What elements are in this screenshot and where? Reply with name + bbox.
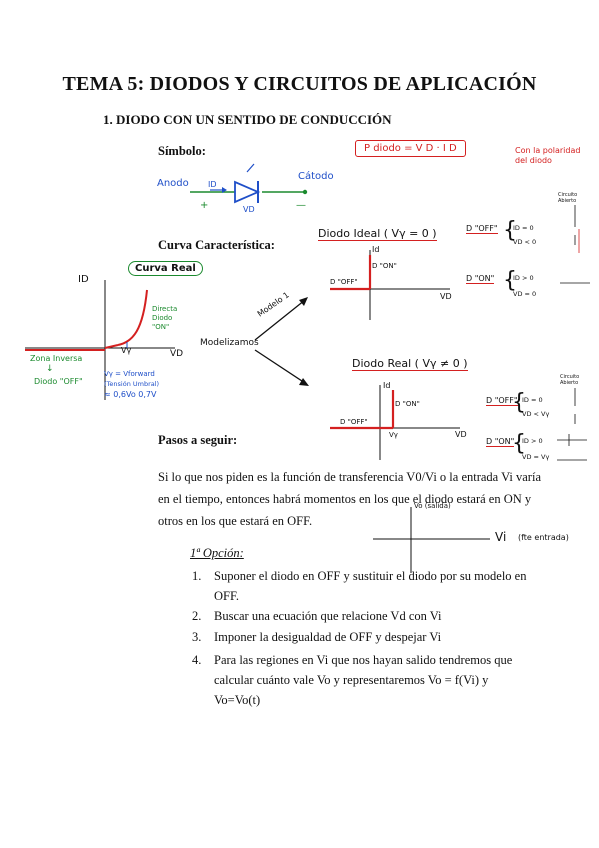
paragraph-line-2: en el tiempo, entonces habrá momentos en… [158,492,532,506]
real-off-box: D "OFF" [486,396,518,406]
curve-id-axis: ID [78,274,89,285]
vo-axis-label: Vo (salida) [414,502,451,510]
step-3-number: 3. [192,630,202,644]
real-off-label: D "OFF" [340,418,368,426]
step-1-line-2: OFF. [214,589,240,603]
ideal-off-box: D "OFF" [466,224,498,234]
id-label: ID [208,180,217,189]
diode-symbol-diagram [190,163,308,204]
diodo-off-label: Diodo "OFF" [34,377,83,386]
vy-note-1: Vγ = Vforward [104,370,155,378]
power-formula-box: P diodo = V D · I D [355,140,466,157]
minus-sign: — [296,200,306,211]
real-on-cond2: VD = Vγ [522,453,550,461]
real-off-cond1: ID = 0 [522,396,543,404]
section-heading: 1. DIODO CON UN SENTIDO DE CONDUCCIÓN [103,112,392,127]
real-title: Diodo Real ( Vγ ≠ 0 ) [352,357,468,371]
real-id-axis: Id [383,381,391,390]
paragraph-line-3: otros en los que estará en OFF. [158,514,313,528]
ideal-on-cond1: ID > 0 [513,274,534,282]
zona-inversa-label: Zona Inversa [30,354,83,363]
brace-icon: { [512,431,526,456]
arrow-down-icon: ↓ [46,364,54,374]
ideal-on-cond2: VD = 0 [513,290,537,298]
ideal-circuit-sketch [560,205,590,284]
vi-axis-label: Vi [495,530,507,544]
real-graph [330,385,460,460]
anodo-label: Anodo [157,178,189,189]
model-arrows [254,297,309,386]
real-circuit-sketch [557,388,587,461]
label-simbolo: Símbolo: [158,144,206,158]
step-3-line-1: Imponer la desigualdad de OFF y despejar… [214,630,442,644]
brace-icon: { [503,218,517,243]
ideal-on-label: D "ON" [372,262,397,270]
step-2-number: 2. [192,609,202,623]
ideal-circuito-abierto: Circuito Abierto [558,192,578,204]
real-off-cond2: VD < Vγ [522,410,550,418]
ideal-title: Diodo Ideal ( Vγ = 0 ) [318,227,437,241]
catodo-label: Cátodo [298,171,334,182]
vy-note-3: ≈ 0,6Vo 0,7V [104,390,157,399]
real-on-box: D "ON" [486,437,515,447]
ideal-vd-axis: VD [440,292,452,301]
brace-icon: { [512,390,526,415]
transfer-axes [373,507,490,573]
option-title: 1ª Opción: [190,546,244,560]
ideal-off-label: D "OFF" [330,278,358,286]
curve-vy-label: Vγ [121,346,132,355]
characteristic-curve-graph [25,280,175,400]
directa-note: Directa Diodo "ON" [152,305,178,331]
ideal-id-axis: Id [372,245,380,254]
page-title: TEMA 5: DIODOS Y CIRCUITOS DE APLICACIÓN [62,73,537,95]
step-1-number: 1. [192,569,202,583]
label-pasos: Pasos a seguir: [158,433,238,447]
step-4-number: 4. [192,653,202,667]
fte-entrada-label: (fte entrada) [518,533,569,542]
plus-sign: + [200,200,209,211]
polarity-note: Con la polaridad del diodo [515,146,581,165]
real-on-label: D "ON" [395,400,420,408]
step-2-line-1: Buscar una ecuación que relacione Vd con… [214,609,442,623]
ideal-graph [330,250,450,320]
real-on-cond1: ID > 0 [522,437,543,445]
modelizamos-label: Modelizamos [200,338,259,348]
step-4-line-1: Para las regiones en Vi que nos hayan sa… [214,653,513,667]
curva-real-label: Curva Real [128,261,203,276]
label-curva: Curva Característica: [158,238,275,252]
step-4-line-2: calcular cuánto vale Vo y representaremo… [214,673,489,687]
brace-icon: { [503,268,517,293]
ideal-on-box: D "ON" [466,274,495,284]
curve-vd-axis: VD [170,349,184,359]
real-circuito-abierto: Circuito Abierto [560,374,580,386]
step-1-line-1: Suponer el diodo en OFF y sustituir el d… [214,569,527,583]
ideal-off-cond1: ID = 0 [513,224,534,232]
step-4-line-3: Vo=Vo(t) [214,693,261,707]
real-vd-axis: VD [455,430,467,439]
paragraph-line-1: Si lo que nos piden es la función de tra… [158,470,541,484]
vd-label: VD [243,205,255,214]
vy-note-2: (Tensión Umbral) [104,380,160,388]
ideal-off-cond2: VD < 0 [513,238,537,246]
real-vy-label: Vγ [389,431,398,439]
